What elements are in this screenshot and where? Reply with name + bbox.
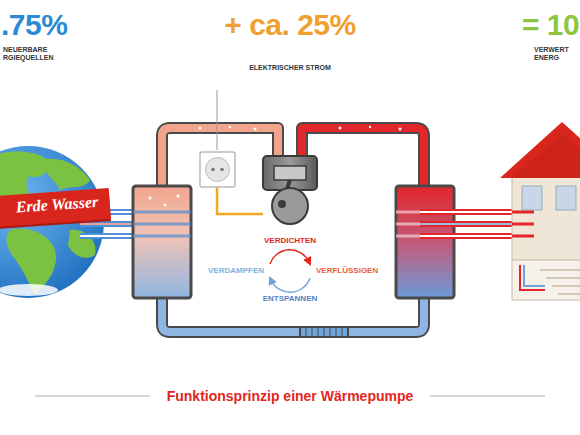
bubbles bbox=[199, 126, 402, 131]
electricity-label: ELEKTRISCHER STROM bbox=[240, 64, 340, 72]
percentage-renewable: .75% bbox=[1, 8, 91, 43]
step-evaporate: VERDAMPFEN bbox=[198, 266, 264, 275]
percentage-electricity: + ca. 25% bbox=[190, 8, 390, 43]
usable-energy-label: VERWERT ENERG bbox=[534, 46, 578, 62]
cycle-arrows bbox=[270, 250, 310, 293]
step-expand: ENTSPANNEN bbox=[240, 294, 340, 303]
percentage-total: = 10 bbox=[522, 8, 580, 43]
house bbox=[500, 122, 580, 300]
caption-row: Funktionsprinzip einer Wärmepumpe bbox=[0, 387, 580, 405]
banner-text: Erde Wasser bbox=[15, 192, 100, 217]
condenser bbox=[396, 186, 454, 298]
power-socket bbox=[200, 90, 263, 214]
refrigerant-circuit bbox=[162, 128, 424, 332]
step-condense: VERFLÜSSIGEN bbox=[316, 266, 392, 275]
expansion-valve bbox=[300, 327, 348, 337]
evaporator bbox=[133, 186, 191, 298]
compressor bbox=[263, 156, 317, 224]
caption: Funktionsprinzip einer Wärmepumpe bbox=[161, 388, 420, 404]
step-compress: VERDICHTEN bbox=[240, 236, 340, 245]
renewable-sources-label: NEUERBARE RGIEQUELLEN bbox=[3, 46, 61, 62]
